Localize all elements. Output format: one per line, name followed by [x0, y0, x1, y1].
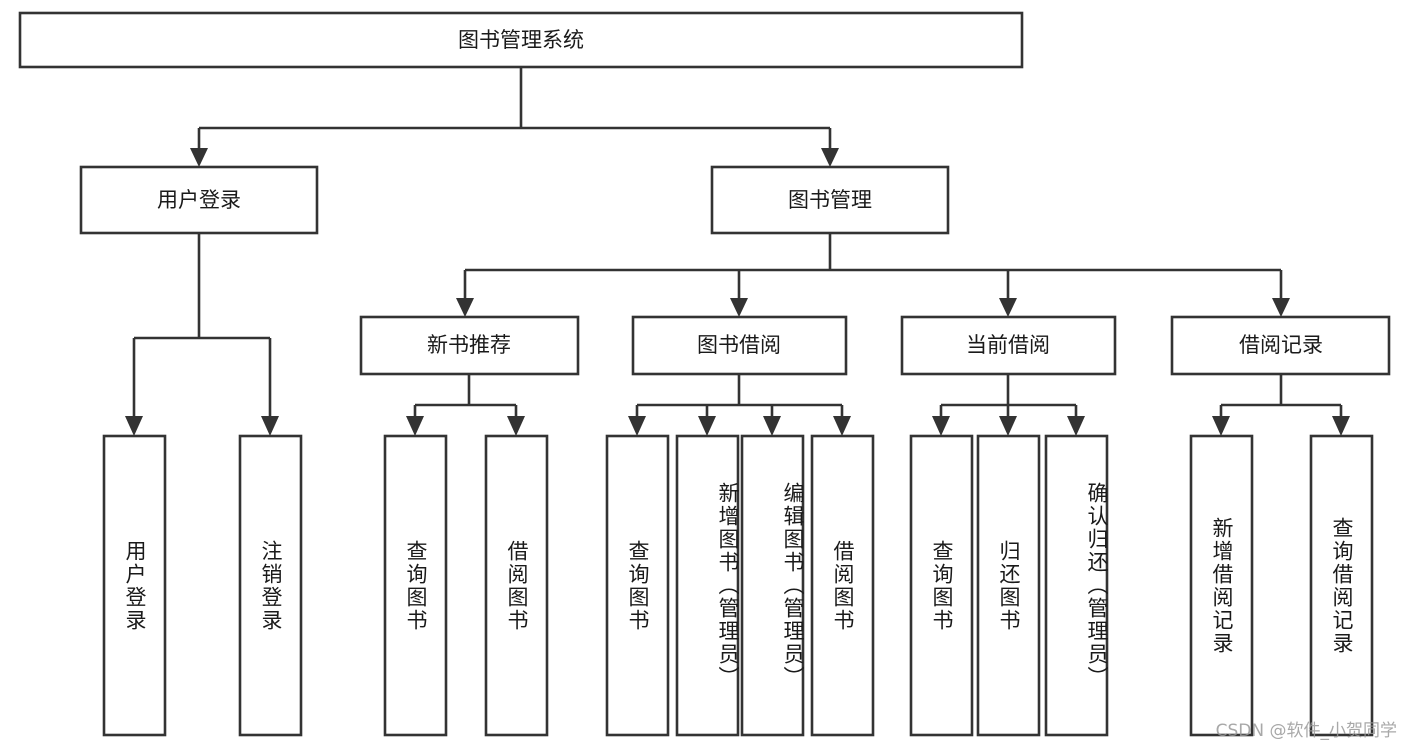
- connector-user-login-to-leaves: [125, 233, 279, 436]
- node-book-borrow-label: 图书借阅: [697, 333, 781, 357]
- node-new-book-recommend-box[interactable]: [359, 315, 580, 376]
- arrow-head-leaf-logout-login: [261, 416, 279, 436]
- arrow-head-current-borrow: [999, 298, 1017, 317]
- node-book-manage-box[interactable]: [710, 165, 950, 235]
- arrow-head-leaf-query-book-3: [932, 416, 950, 436]
- arrow-head-book-manage: [821, 148, 839, 167]
- connector-root-to-level2: [190, 67, 839, 167]
- arrow-head-leaf-add-book-admin: [698, 416, 716, 436]
- leaf-query-book-3-box[interactable]: [909, 434, 974, 737]
- arrow-head-leaf-query-book-2: [628, 416, 646, 436]
- node-book-borrow[interactable]: 图书借阅: [631, 315, 848, 376]
- arrow-head-leaf-borrow-book-2: [833, 416, 851, 436]
- csdn-watermark: CSDN @软件_小贺同学: [1215, 721, 1397, 741]
- arrow-head-user-login: [190, 148, 208, 167]
- leaf-add-book-admin-box[interactable]: [675, 434, 740, 737]
- leaf-borrow-book-1-box[interactable]: [484, 434, 549, 737]
- node-book-manage[interactable]: 图书管理: [710, 165, 950, 235]
- leaf-confirm-return-admin-box[interactable]: [1044, 434, 1109, 737]
- arrow-head-leaf-user-login: [125, 416, 143, 436]
- arrow-head-leaf-query-book-1: [406, 416, 424, 436]
- connector-new-book-recommend-to-leaves: [406, 374, 525, 436]
- node-current-borrow[interactable]: 当前借阅: [900, 315, 1117, 376]
- node-user-login[interactable]: 用户登录: [79, 165, 319, 235]
- node-borrow-record-box[interactable]: [1170, 315, 1391, 376]
- node-user-login-label: 用户登录: [157, 188, 241, 212]
- arrow-head-leaf-add-borrow-record: [1212, 416, 1230, 436]
- node-current-borrow-box[interactable]: [900, 315, 1117, 376]
- arrow-head-new-book-recommend: [456, 298, 474, 317]
- node-new-book-recommend-label: 新书推荐: [427, 333, 511, 357]
- node-new-book-recommend[interactable]: 新书推荐: [359, 315, 580, 376]
- arrow-head-leaf-query-borrow-record: [1332, 416, 1350, 436]
- arrow-head-leaf-confirm-return-admin: [1067, 416, 1085, 436]
- arrow-head-leaf-borrow-book-1: [507, 416, 525, 436]
- node-root[interactable]: 图书管理系统: [18, 11, 1024, 69]
- connector-book-borrow-to-leaves: [628, 374, 851, 436]
- connector-current-borrow-to-leaves: [932, 374, 1085, 436]
- node-borrow-record-label: 借阅记录: [1239, 333, 1323, 357]
- node-book-manage-label: 图书管理: [788, 188, 872, 212]
- connector-borrow-record-to-leaves: [1212, 374, 1350, 436]
- arrow-head-leaf-edit-book-admin: [763, 416, 781, 436]
- connector-book-manage-to-level3: [456, 233, 1290, 317]
- leaf-borrow-book-2-box[interactable]: [810, 434, 875, 737]
- node-borrow-record[interactable]: 借阅记录: [1170, 315, 1391, 376]
- node-root-label: 图书管理系统: [458, 28, 584, 52]
- leaf-return-book-box[interactable]: [976, 434, 1041, 737]
- node-current-borrow-label: 当前借阅: [966, 333, 1050, 357]
- leaf-user-login-box[interactable]: [102, 434, 167, 737]
- node-root-box[interactable]: [18, 11, 1024, 69]
- arrow-head-borrow-record: [1272, 298, 1290, 317]
- leaf-boxes: [102, 434, 1374, 737]
- leaf-query-borrow-record-box[interactable]: [1309, 434, 1374, 737]
- leaf-edit-book-admin-box[interactable]: [740, 434, 805, 737]
- leaf-query-book-1-box[interactable]: [383, 434, 448, 737]
- leaf-logout-login-box[interactable]: [238, 434, 303, 737]
- leaf-query-book-2-box[interactable]: [605, 434, 670, 737]
- node-book-borrow-box[interactable]: [631, 315, 848, 376]
- arrow-head-book-borrow: [730, 298, 748, 317]
- node-user-login-box[interactable]: [79, 165, 319, 235]
- leaf-add-borrow-record-box[interactable]: [1189, 434, 1254, 737]
- arrow-head-leaf-return-book: [999, 416, 1017, 436]
